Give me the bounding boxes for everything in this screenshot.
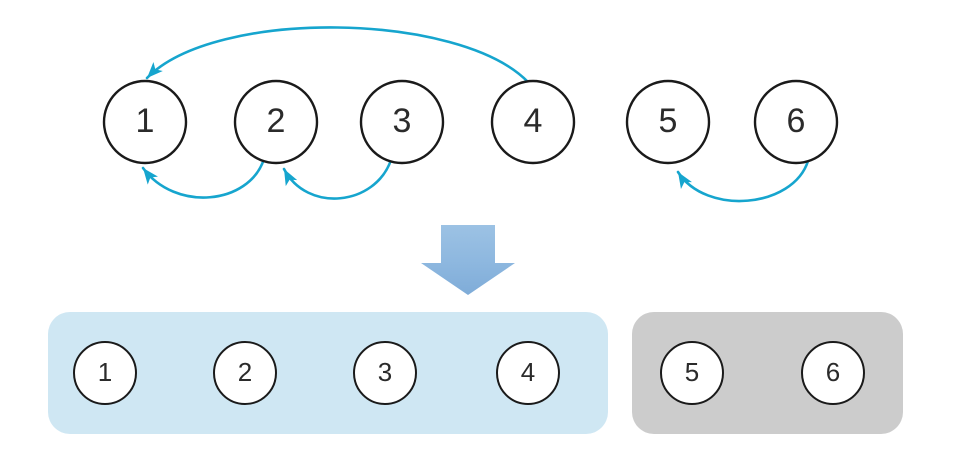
input-node-5: 5 [625, 79, 711, 165]
edge-3-to-2-line [282, 158, 393, 200]
input-node-5-circle [625, 79, 711, 165]
input-node-2-circle [233, 79, 319, 165]
gray-group-node-6-circle [801, 341, 865, 405]
edge-2-to-1-line [141, 157, 266, 199]
input-node-2: 2 [233, 79, 319, 165]
input-node-2-label: 2 [267, 102, 286, 140]
edge-3-to-2 [282, 158, 393, 200]
input-node-1-circle [102, 79, 188, 165]
edge-4-to-1 [145, 26, 530, 84]
edge-6-to-5-line [676, 159, 810, 203]
input-node-6-label: 6 [787, 102, 806, 140]
blue-group-node-3: 3 [353, 341, 417, 405]
input-node-5-label: 5 [659, 102, 678, 140]
input-node-4: 4 [490, 79, 576, 165]
edge-6-to-5 [676, 159, 810, 203]
input-node-3-circle [359, 79, 445, 165]
blue-group-node-2-label: 2 [238, 357, 252, 387]
edge-4-to-1-arrowhead [147, 61, 163, 78]
group-blue-container [48, 312, 608, 434]
edge-2-to-1 [141, 157, 266, 199]
blue-group-node-4: 4 [496, 341, 560, 405]
edge-2-to-1-arrowhead [143, 168, 158, 185]
transform-down-arrow [421, 225, 515, 295]
input-node-4-circle [490, 79, 576, 165]
blue-group-node-2: 2 [213, 341, 277, 405]
input-node-4-label: 4 [524, 102, 543, 140]
gray-group-node-6: 6 [801, 341, 865, 405]
input-node-1: 1 [102, 79, 188, 165]
pointer-edges [141, 26, 810, 203]
blue-group-node-1-circle [73, 341, 137, 405]
input-node-6: 6 [753, 79, 839, 165]
input-node-6-circle [753, 79, 839, 165]
gray-group-node-5: 5 [660, 341, 724, 405]
blue-group-node-1-label: 1 [98, 357, 112, 387]
blue-group-node-4-label: 4 [521, 357, 535, 387]
blue-group-node-2-circle [213, 341, 277, 405]
grouped-node-rows: 1 2 3 4 5 6 [73, 341, 865, 405]
gray-group-node-5-label: 5 [685, 357, 699, 387]
blue-group-node-3-circle [353, 341, 417, 405]
gray-group-node-5-circle [660, 341, 724, 405]
blue-group-node-4-circle [496, 341, 560, 405]
input-node-1-label: 1 [136, 102, 155, 140]
blue-group-node-1: 1 [73, 341, 137, 405]
input-node-3-label: 3 [393, 102, 412, 140]
group-containers [48, 312, 903, 434]
edge-3-to-2-arrowhead [284, 169, 298, 187]
gray-group-node-6-label: 6 [826, 357, 840, 387]
input-node-3: 3 [359, 79, 445, 165]
edge-6-to-5-arrowhead [678, 172, 692, 190]
input-node-row: 1 2 3 4 5 6 [102, 79, 839, 165]
edge-4-to-1-line [145, 26, 530, 84]
blue-group-node-3-label: 3 [378, 357, 392, 387]
